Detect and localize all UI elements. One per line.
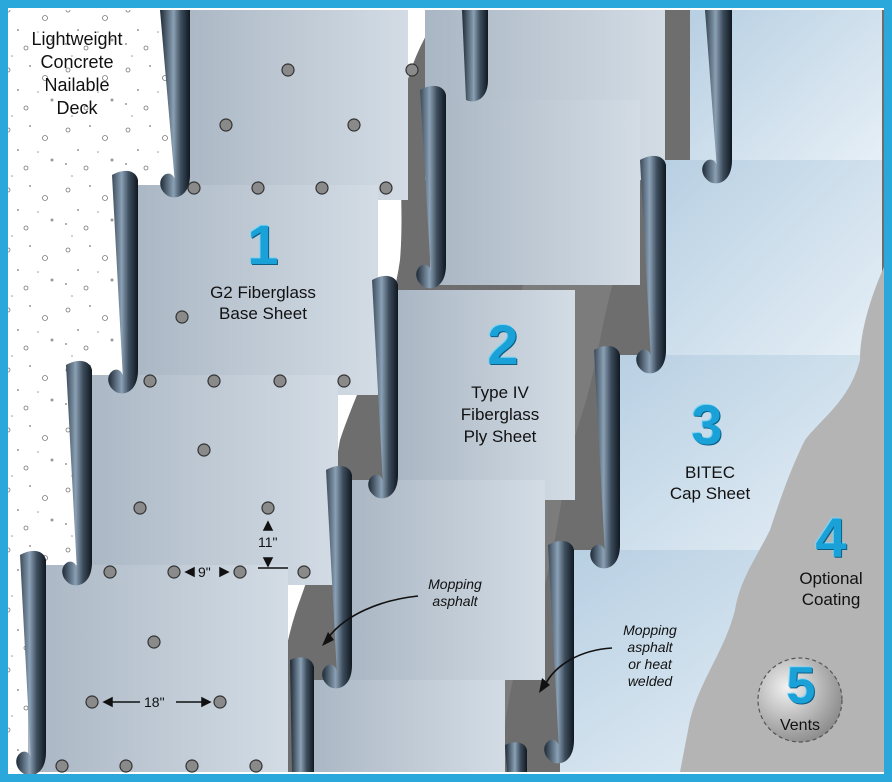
- layer-2-label-line: Type IV: [471, 383, 529, 402]
- layer-2-label-line: Ply Sheet: [463, 427, 537, 446]
- layer-2-label-line: Fiberglass: [460, 405, 540, 424]
- layer-3-label-line: BITEC: [684, 463, 736, 482]
- layer-3-label: BITEC Cap Sheet: [660, 462, 760, 504]
- layer-1-number: 1: [247, 213, 279, 276]
- layer-3-number: 3: [691, 393, 723, 456]
- layer-2-number: 2: [487, 313, 519, 376]
- layer-4-label-line: Coating: [801, 590, 861, 609]
- mopping-or-heat-welded-note-line: welded: [627, 673, 673, 689]
- mopping-or-heat-welded-note-line: asphalt: [627, 639, 673, 655]
- mopping-asphalt-note-line: asphalt: [432, 593, 478, 609]
- deck-label-line: Deck: [56, 98, 98, 118]
- mopping-or-heat-welded-note-line: Mopping: [623, 622, 677, 638]
- layer-4-number: 4: [815, 506, 847, 569]
- dimension-11-inch: 11": [258, 534, 278, 550]
- vents-label: Vents: [779, 717, 821, 734]
- mopping-asphalt-note-line: Mopping: [428, 576, 482, 592]
- deck-label-line: Lightweight: [31, 29, 123, 49]
- deck-label: Lightweight Concrete Nailable Deck: [22, 28, 132, 120]
- mopping-or-heat-welded-note-line: or heat: [628, 656, 672, 672]
- layer-4-label-line: Optional: [799, 569, 863, 588]
- layer-4-label: Optional Coating: [786, 568, 876, 610]
- mopping-or-heat-welded-note: Mopping asphalt or heat welded: [610, 622, 690, 690]
- mopping-asphalt-note: Mopping asphalt: [412, 576, 498, 610]
- layer-2-label: Type IV Fiberglass Ply Sheet: [440, 382, 560, 448]
- dimension-9-inch: 9": [198, 564, 211, 580]
- deck-label-line: Concrete: [40, 52, 114, 72]
- layer-1-label-line: Base Sheet: [219, 304, 307, 323]
- layer-1-label: G2 Fiberglass Base Sheet: [188, 282, 338, 324]
- deck-label-line: Nailable: [44, 75, 110, 95]
- layer-5-number: 5: [786, 657, 816, 715]
- layer-1-label-line: G2 Fiberglass: [210, 283, 316, 302]
- dimension-18-inch: 18": [144, 694, 165, 710]
- layer-3-label-line: Cap Sheet: [669, 484, 751, 503]
